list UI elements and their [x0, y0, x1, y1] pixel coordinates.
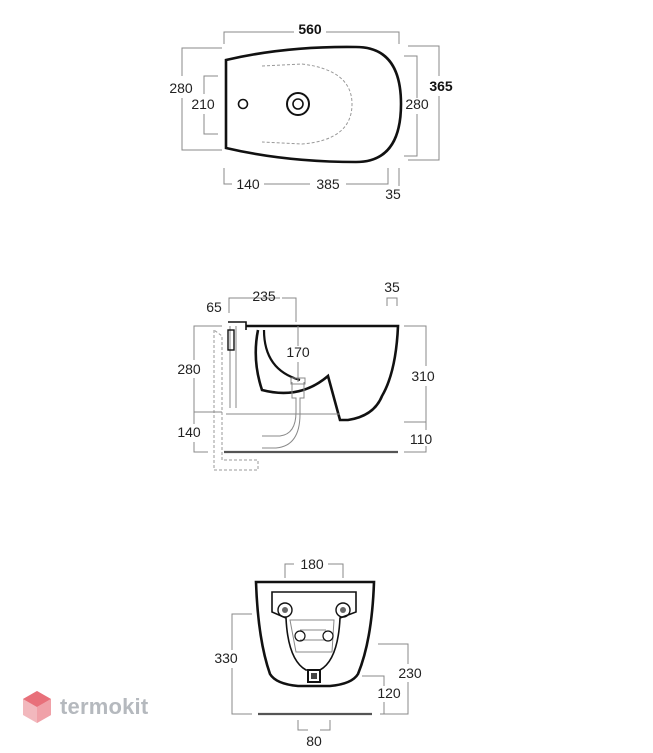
- wall-bracket: [229, 326, 237, 408]
- dim-bowl-height: 310: [411, 368, 435, 384]
- dim-front-offset: 140: [236, 176, 260, 192]
- connector-right: [322, 630, 334, 642]
- dim-width-left: 280: [169, 80, 193, 96]
- fixing-hole-right: [335, 602, 351, 618]
- dim-width-right: 280: [405, 96, 429, 112]
- watermark-text: termokit: [60, 694, 149, 719]
- drain-pipe: [262, 382, 305, 449]
- top-view-outline: [224, 45, 403, 164]
- dim-floor-fix: 140: [177, 424, 201, 440]
- dim-drain-depth: 170: [286, 344, 310, 360]
- install-frame-dashed: [213, 329, 259, 471]
- watermark-logo: termokit: [22, 690, 148, 724]
- dim-tap-spacing: 210: [191, 96, 215, 112]
- side-view-bowl: [246, 324, 400, 422]
- top-view-bowl-dashed: [261, 63, 353, 145]
- top-view: 560 280 210 280 365 140 385 35: [169, 21, 453, 202]
- dim-mid-length: 385: [316, 176, 340, 192]
- dim-overall-width: 365: [429, 78, 453, 94]
- dim-height-total: 330: [214, 650, 238, 666]
- rear-view: 180 330 230 120 80: [214, 556, 422, 749]
- tap-hole: [237, 98, 249, 110]
- dim-rim-lip: 35: [384, 279, 400, 295]
- rear-view-outline: [254, 580, 376, 688]
- cube-logo-icon: [23, 691, 51, 723]
- dim-fixing-spacing: 180: [300, 556, 324, 572]
- dim-rim-back: 65: [206, 299, 222, 315]
- dim-overall-length: 560: [298, 21, 322, 37]
- connector-left: [294, 630, 306, 642]
- fixing-hole-left: [277, 602, 293, 618]
- dim-rear-offset: 35: [385, 186, 401, 202]
- dim-fix-height: 280: [177, 361, 201, 377]
- dim-rim-depth: 235: [252, 288, 276, 304]
- outlet: [307, 669, 321, 683]
- dim-floor-clear: 110: [410, 431, 433, 447]
- dim-outlet-width: 80: [306, 733, 322, 749]
- drain-inner: [292, 98, 304, 110]
- dim-height-lower: 120: [377, 685, 401, 701]
- drain-outer: [286, 92, 310, 116]
- side-view: 65 235 35 170 280 140 310 110: [177, 279, 435, 471]
- dim-height-upper: 230: [398, 665, 422, 681]
